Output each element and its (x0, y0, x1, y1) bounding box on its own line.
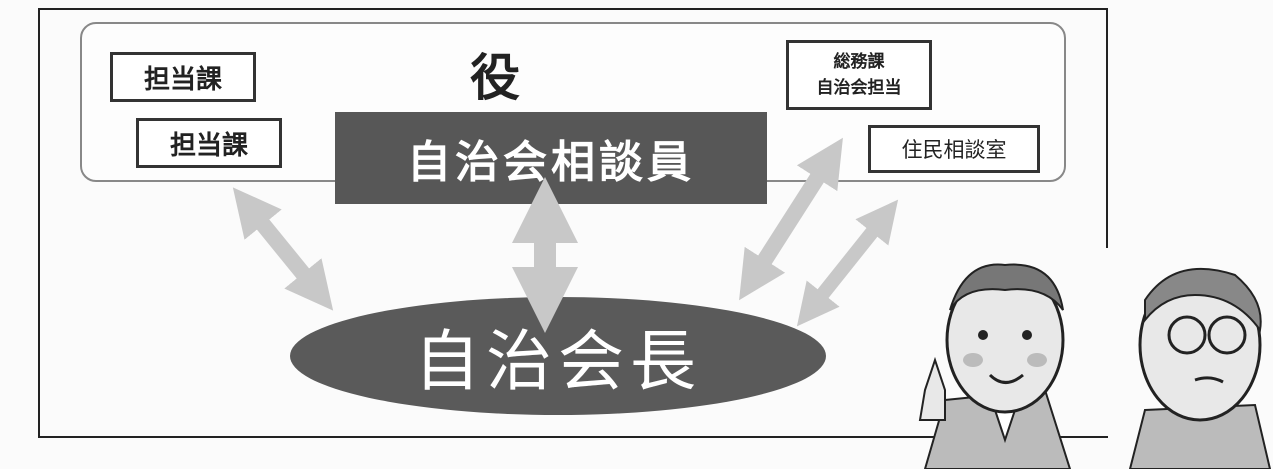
man-right-illustration (1128, 267, 1272, 469)
department-box-1: 担当課 (110, 52, 256, 102)
department-box-2: 担当課 (136, 118, 282, 168)
chief-ellipse: 自治会長 (290, 297, 826, 415)
general-affairs-line1: 総務課 (833, 52, 885, 72)
resident-consultation-box: 住民相談室 (868, 125, 1040, 173)
consultant-box: 自治会相談員 (335, 112, 767, 204)
general-affairs-box: 総務課 自治会担当 (786, 40, 932, 110)
arrow-right-2 (796, 199, 899, 327)
people-illustration (918, 263, 1272, 469)
diagram-frame (38, 8, 1108, 438)
man-left-illustration (918, 263, 1072, 469)
arrow-right-1 (739, 137, 843, 301)
arrow-left (232, 187, 334, 311)
diagram-frame-right-edge (1106, 8, 1108, 248)
general-affairs-line2: 自治会担当 (816, 78, 902, 98)
